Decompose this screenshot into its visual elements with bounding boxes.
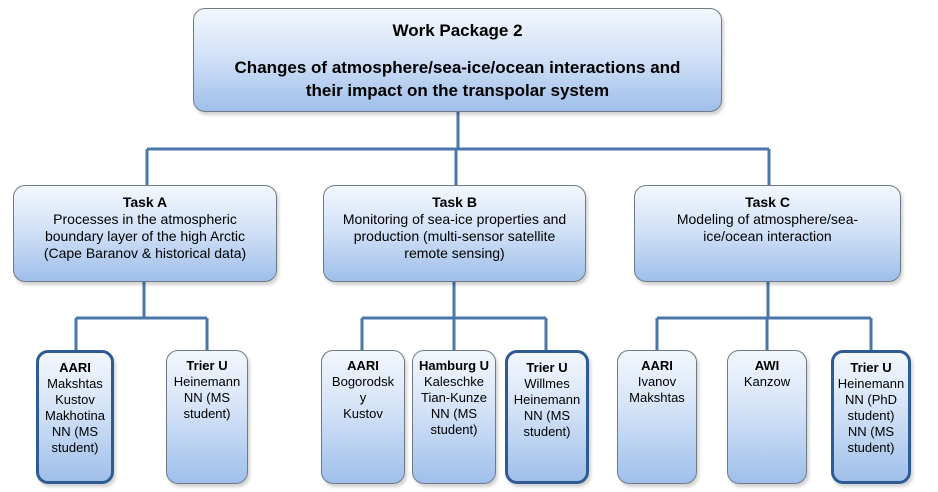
task-description-line: (Cape Baranov & historical data)	[43, 245, 247, 261]
task-description-line: Processes in the atmospheric	[53, 211, 237, 227]
partner-member: Makshtas	[629, 390, 685, 405]
partner-member: NN (MS	[183, 390, 231, 405]
work-package-subtitle-line: their impact on the transpolar system	[305, 81, 610, 100]
task-description-line: Monitoring of sea-ice properties and	[342, 211, 567, 227]
partner-box-awi: AWI Kanzow	[727, 350, 807, 484]
partner-member: Ivanov	[637, 374, 677, 389]
task-a-box: Task A Processes in the atmospheric boun…	[13, 185, 277, 282]
task-title: Task A	[122, 194, 168, 210]
partner-member: student)	[51, 440, 99, 455]
partner-name: AARI	[59, 360, 91, 375]
task-description-line: boundary layer of the high Arctic	[44, 228, 245, 244]
partner-member: Tian-Kunze	[421, 390, 487, 405]
partner-name: Hamburg U	[418, 358, 490, 373]
partner-name: Trier U	[186, 358, 228, 373]
partner-member: Heinemann	[173, 374, 241, 389]
partner-member: Heinemann	[513, 392, 581, 407]
partner-name: Trier U	[850, 360, 892, 375]
partner-member: NN (MS	[523, 408, 571, 423]
partner-name: AARI	[347, 358, 379, 373]
partner-member: Makshtas	[47, 376, 103, 391]
partner-box-trier-u: Trier U Heinemann NN (PhD student) NN (M…	[831, 350, 911, 484]
task-description-line: Modeling of atmosphere/sea-	[676, 211, 859, 227]
partner-member: Willmes	[524, 376, 570, 391]
partner-box-aari: AARI Makshtas Kustov Makhotina NN (MS st…	[36, 350, 114, 484]
partner-member: NN (MS	[51, 424, 99, 439]
partner-member: NN (MS	[430, 406, 478, 421]
work-package-title: Work Package 2	[392, 21, 523, 40]
task-description-line: remote sensing)	[404, 245, 505, 261]
partner-name: AWI	[754, 358, 780, 373]
partner-member: student)	[183, 406, 231, 421]
partner-member: student)	[847, 408, 895, 423]
partner-box-aari: AARI Ivanov Makshtas	[617, 350, 697, 484]
partner-member: Kustov	[55, 392, 95, 407]
partner-member: Heinemann	[837, 376, 905, 391]
partner-name: AARI	[641, 358, 673, 373]
partner-member: Makhotina	[45, 408, 105, 423]
task-title: Task C	[745, 194, 790, 210]
task-c-box: Task C Modeling of atmosphere/sea- ice/o…	[634, 185, 901, 282]
partner-member: y	[359, 390, 367, 405]
partner-member: student)	[847, 440, 895, 455]
work-package-box: Work Package 2 Changes of atmosphere/sea…	[193, 8, 722, 112]
task-title: Task B	[432, 194, 477, 210]
partner-member: student)	[523, 424, 571, 439]
partner-box-trier-u: Trier U Heinemann NN (MS student)	[166, 350, 248, 484]
partner-member: Kustov	[343, 406, 383, 421]
partner-member: NN (PhD	[844, 392, 897, 407]
partner-member: Kaleschke	[424, 374, 484, 389]
partner-member: Bogorodsk	[331, 374, 395, 389]
partner-box-hamburg-u: Hamburg U Kaleschke Tian-Kunze NN (MS st…	[412, 350, 496, 484]
partner-box-trier-u: Trier U Willmes Heinemann NN (MS student…	[505, 350, 589, 484]
task-description-line: ice/ocean interaction	[703, 228, 832, 244]
task-b-box: Task B Monitoring of sea-ice properties …	[323, 185, 586, 282]
partner-name: Trier U	[526, 360, 568, 375]
partner-box-aari: AARI Bogorodsk y Kustov	[321, 350, 405, 484]
partner-member: Kanzow	[743, 374, 791, 389]
task-description-line: production (multi-sensor satellite	[353, 228, 556, 244]
work-package-subtitle-line: Changes of atmosphere/sea-ice/ocean inte…	[234, 58, 681, 77]
partner-member: student)	[430, 422, 478, 437]
partner-member: NN (MS	[847, 424, 895, 439]
